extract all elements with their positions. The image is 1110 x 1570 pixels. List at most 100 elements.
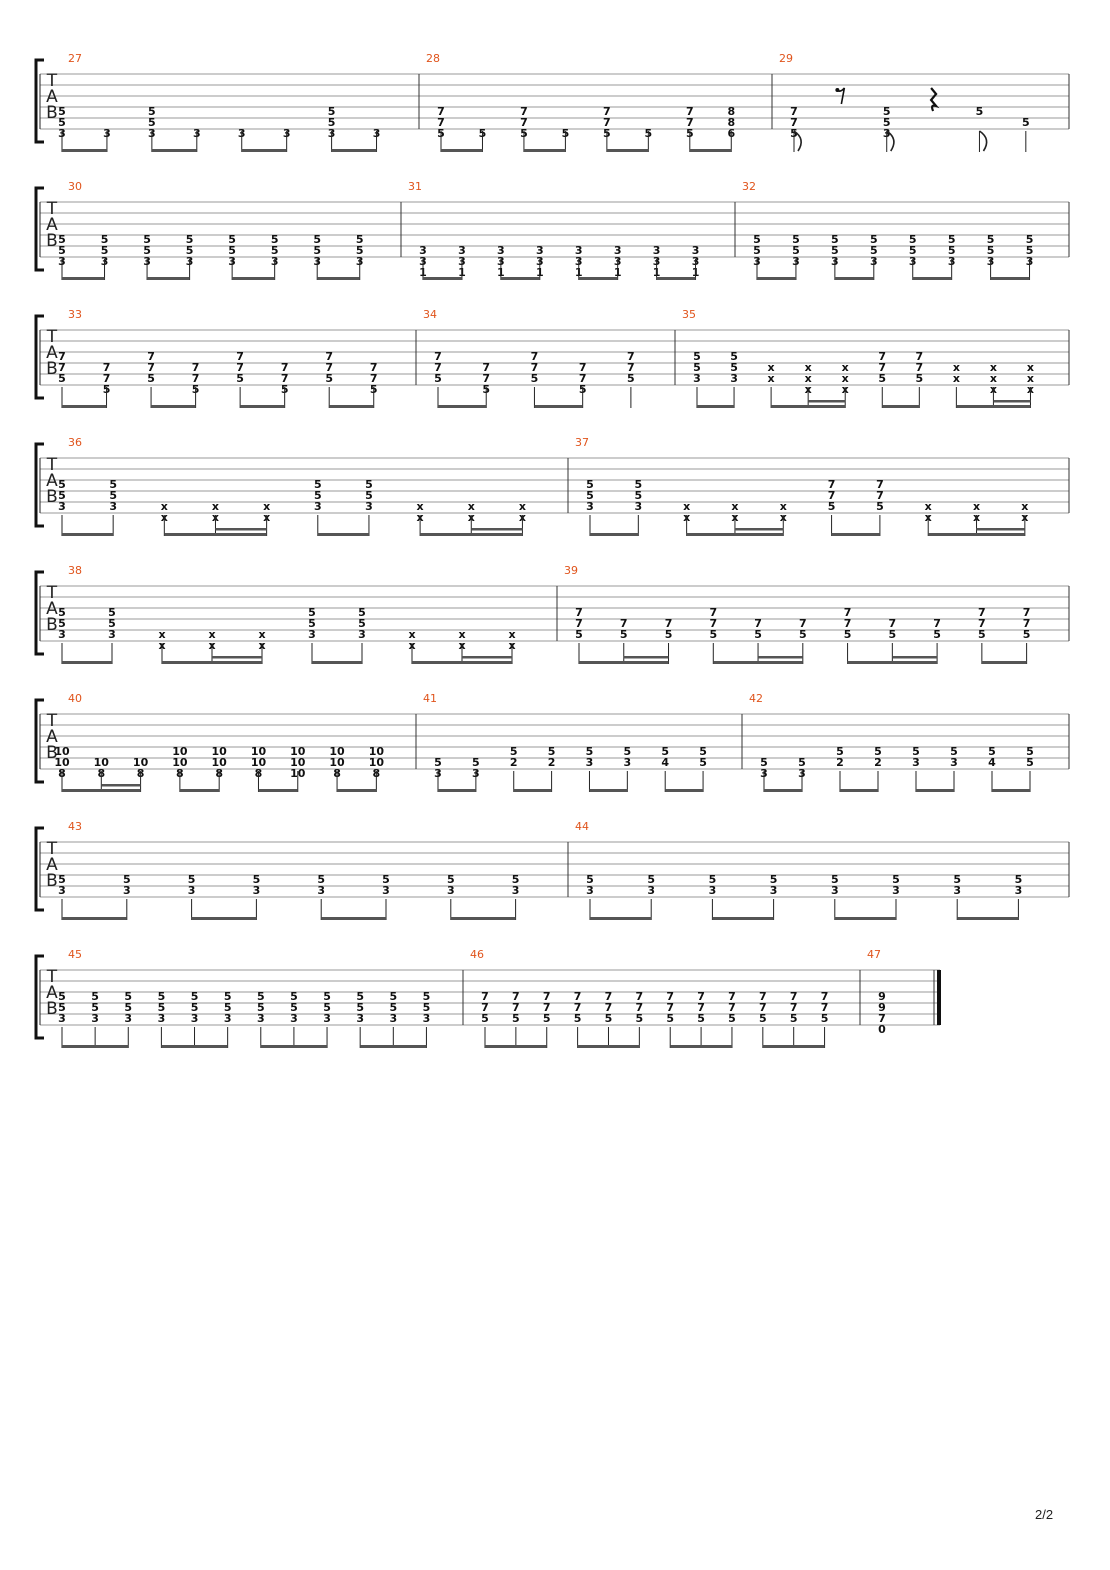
dead-note: x xyxy=(925,500,932,513)
fret-number: 5 xyxy=(313,244,321,257)
fret-number: 0 xyxy=(878,1023,886,1036)
dead-note: x xyxy=(953,372,960,385)
fret-number: 7 xyxy=(686,116,694,129)
fret-number: 7 xyxy=(103,372,111,385)
fret-number: 7 xyxy=(636,990,644,1003)
dead-note: x xyxy=(161,500,168,513)
beam xyxy=(606,149,649,152)
fret-number: 7 xyxy=(665,617,673,630)
beam xyxy=(62,789,141,792)
beam xyxy=(62,277,105,280)
fret-number: 5 xyxy=(108,606,116,619)
beam xyxy=(450,917,516,920)
measure-number: 38 xyxy=(68,564,82,577)
fret-number: 5 xyxy=(228,233,236,246)
fret-number: 5 xyxy=(358,617,366,630)
beam xyxy=(771,405,846,408)
fret-number: 3 xyxy=(912,756,920,769)
measure-number: 39 xyxy=(564,564,578,577)
dead-note: x xyxy=(1021,500,1028,513)
beam xyxy=(441,149,483,152)
beam xyxy=(179,789,220,792)
fret-number: 3 xyxy=(586,884,594,897)
fret-number: 7 xyxy=(728,1001,736,1014)
beam xyxy=(164,533,267,536)
fret-number: 3 xyxy=(423,1012,431,1025)
fret-number: 5 xyxy=(101,244,109,257)
dead-note: x xyxy=(468,500,475,513)
fret-number: 7 xyxy=(790,105,798,118)
fret-number: 5 xyxy=(770,873,778,886)
fret-number: 7 xyxy=(579,372,587,385)
fret-number: 5 xyxy=(620,628,628,641)
fret-number: 10 xyxy=(369,756,385,769)
fret-number: 7 xyxy=(636,1001,644,1014)
fret-number: 5 xyxy=(605,1012,613,1025)
fret-number: 3 xyxy=(447,884,455,897)
beam xyxy=(670,1045,732,1048)
fret-number: 7 xyxy=(58,361,66,374)
measure-number: 35 xyxy=(682,308,696,321)
dead-note: x xyxy=(258,628,265,641)
fret-number: 7 xyxy=(58,350,66,363)
secondary-beam xyxy=(212,656,262,659)
beam xyxy=(990,277,1030,280)
beam xyxy=(62,917,127,920)
fret-number: 7 xyxy=(1023,606,1031,619)
fret-number: 7 xyxy=(236,350,244,363)
beam xyxy=(840,789,878,792)
beam xyxy=(241,149,287,152)
fret-number: 7 xyxy=(103,361,111,374)
beam xyxy=(438,405,487,408)
beam xyxy=(500,277,540,280)
fret-number: 5 xyxy=(828,500,836,513)
beam xyxy=(665,789,704,792)
beam xyxy=(578,277,618,280)
fret-number: 7 xyxy=(876,478,884,491)
dead-note: x xyxy=(158,628,165,641)
fret-number: 5 xyxy=(328,105,336,118)
dead-note: x xyxy=(805,361,812,374)
fret-number: 5 xyxy=(186,233,194,246)
fret-number: 5 xyxy=(58,873,66,886)
fret-number: 5 xyxy=(510,745,518,758)
fret-number: 8 xyxy=(727,105,735,118)
fret-number: 3 xyxy=(188,884,196,897)
fret-number: 7 xyxy=(686,105,694,118)
fret-number: 5 xyxy=(1026,244,1034,257)
fret-number: 5 xyxy=(389,990,397,1003)
fret-number: 7 xyxy=(481,990,489,1003)
fret-number: 7 xyxy=(627,361,635,374)
fret-number: 7 xyxy=(790,116,798,129)
dead-note: x xyxy=(768,372,775,385)
fret-number: 5 xyxy=(953,873,961,886)
fret-number: 5 xyxy=(325,372,333,385)
dead-note: x xyxy=(842,361,849,374)
beam xyxy=(412,661,512,664)
fret-number: 5 xyxy=(236,372,244,385)
fret-number: 3 xyxy=(950,756,958,769)
fret-number: 5 xyxy=(308,606,316,619)
fret-number: 3 xyxy=(389,1012,397,1025)
fret-number: 7 xyxy=(821,990,829,1003)
fret-number: 10 xyxy=(290,745,306,758)
fret-number: 5 xyxy=(948,233,956,246)
fret-number: 3 xyxy=(647,884,655,897)
tab-clef-letter: B xyxy=(46,871,58,891)
fret-number: 5 xyxy=(434,372,442,385)
fret-number: 7 xyxy=(697,990,705,1003)
fret-number: 3 xyxy=(382,884,390,897)
fret-number: 3 xyxy=(58,884,66,897)
fret-number: 7 xyxy=(482,361,490,374)
measure-number: 41 xyxy=(423,692,437,705)
fret-number: 5 xyxy=(790,1012,798,1025)
fret-number: 5 xyxy=(257,990,265,1003)
fret-number: 7 xyxy=(709,617,717,630)
fret-number: 7 xyxy=(434,361,442,374)
fret-number: 5 xyxy=(634,478,642,491)
dead-note: x xyxy=(973,500,980,513)
secondary-beam xyxy=(623,656,669,659)
measure-number: 45 xyxy=(68,948,82,961)
fret-number: 3 xyxy=(308,628,316,641)
fret-number: 7 xyxy=(605,990,613,1003)
